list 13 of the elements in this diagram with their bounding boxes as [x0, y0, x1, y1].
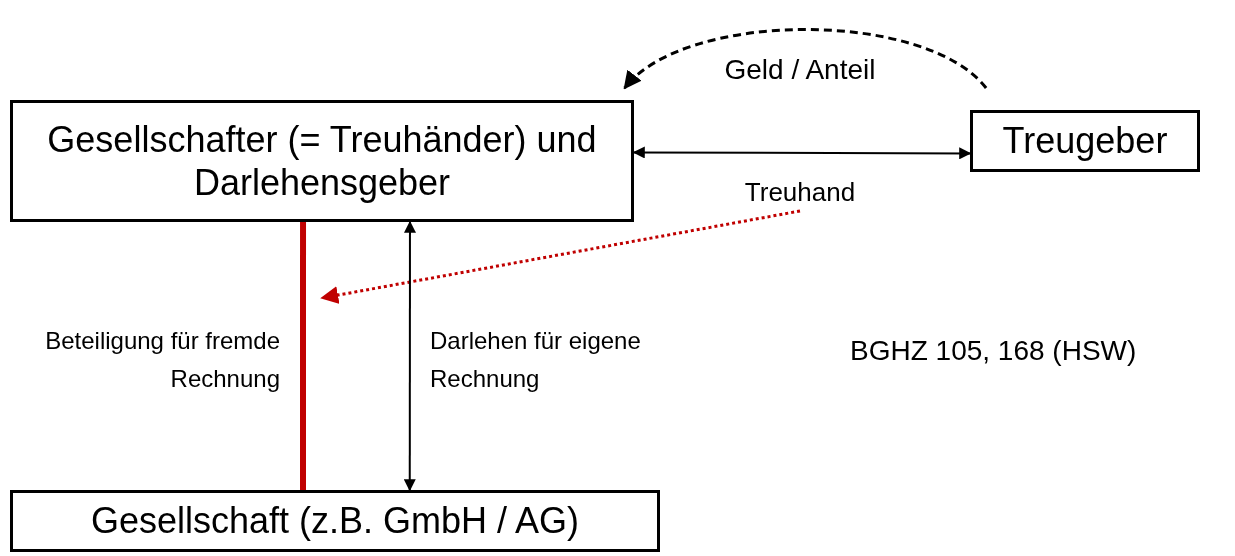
citation-note: BGHZ 105, 168 (HSW): [850, 335, 1137, 367]
arrow: [403, 220, 416, 492]
arrow: [623, 28, 988, 90]
relation-label: Treuhand: [715, 175, 885, 211]
edge-label: Beteiligung für fremde Rechnung: [44, 326, 280, 395]
entity-box: Treugeber: [970, 110, 1200, 172]
edge-label: Geld / Anteil: [723, 53, 877, 87]
connector-line: [300, 222, 307, 490]
entity-box: Gesellschafter (= Treuhänder) und Darlehensgeber: [10, 100, 634, 222]
arrow: [320, 209, 801, 304]
edge-label: Darlehen für eigene Rechnung: [430, 326, 642, 395]
arrow: [632, 146, 972, 160]
entity-box: Gesellschaft (z.B. GmbH / AG): [10, 490, 660, 552]
